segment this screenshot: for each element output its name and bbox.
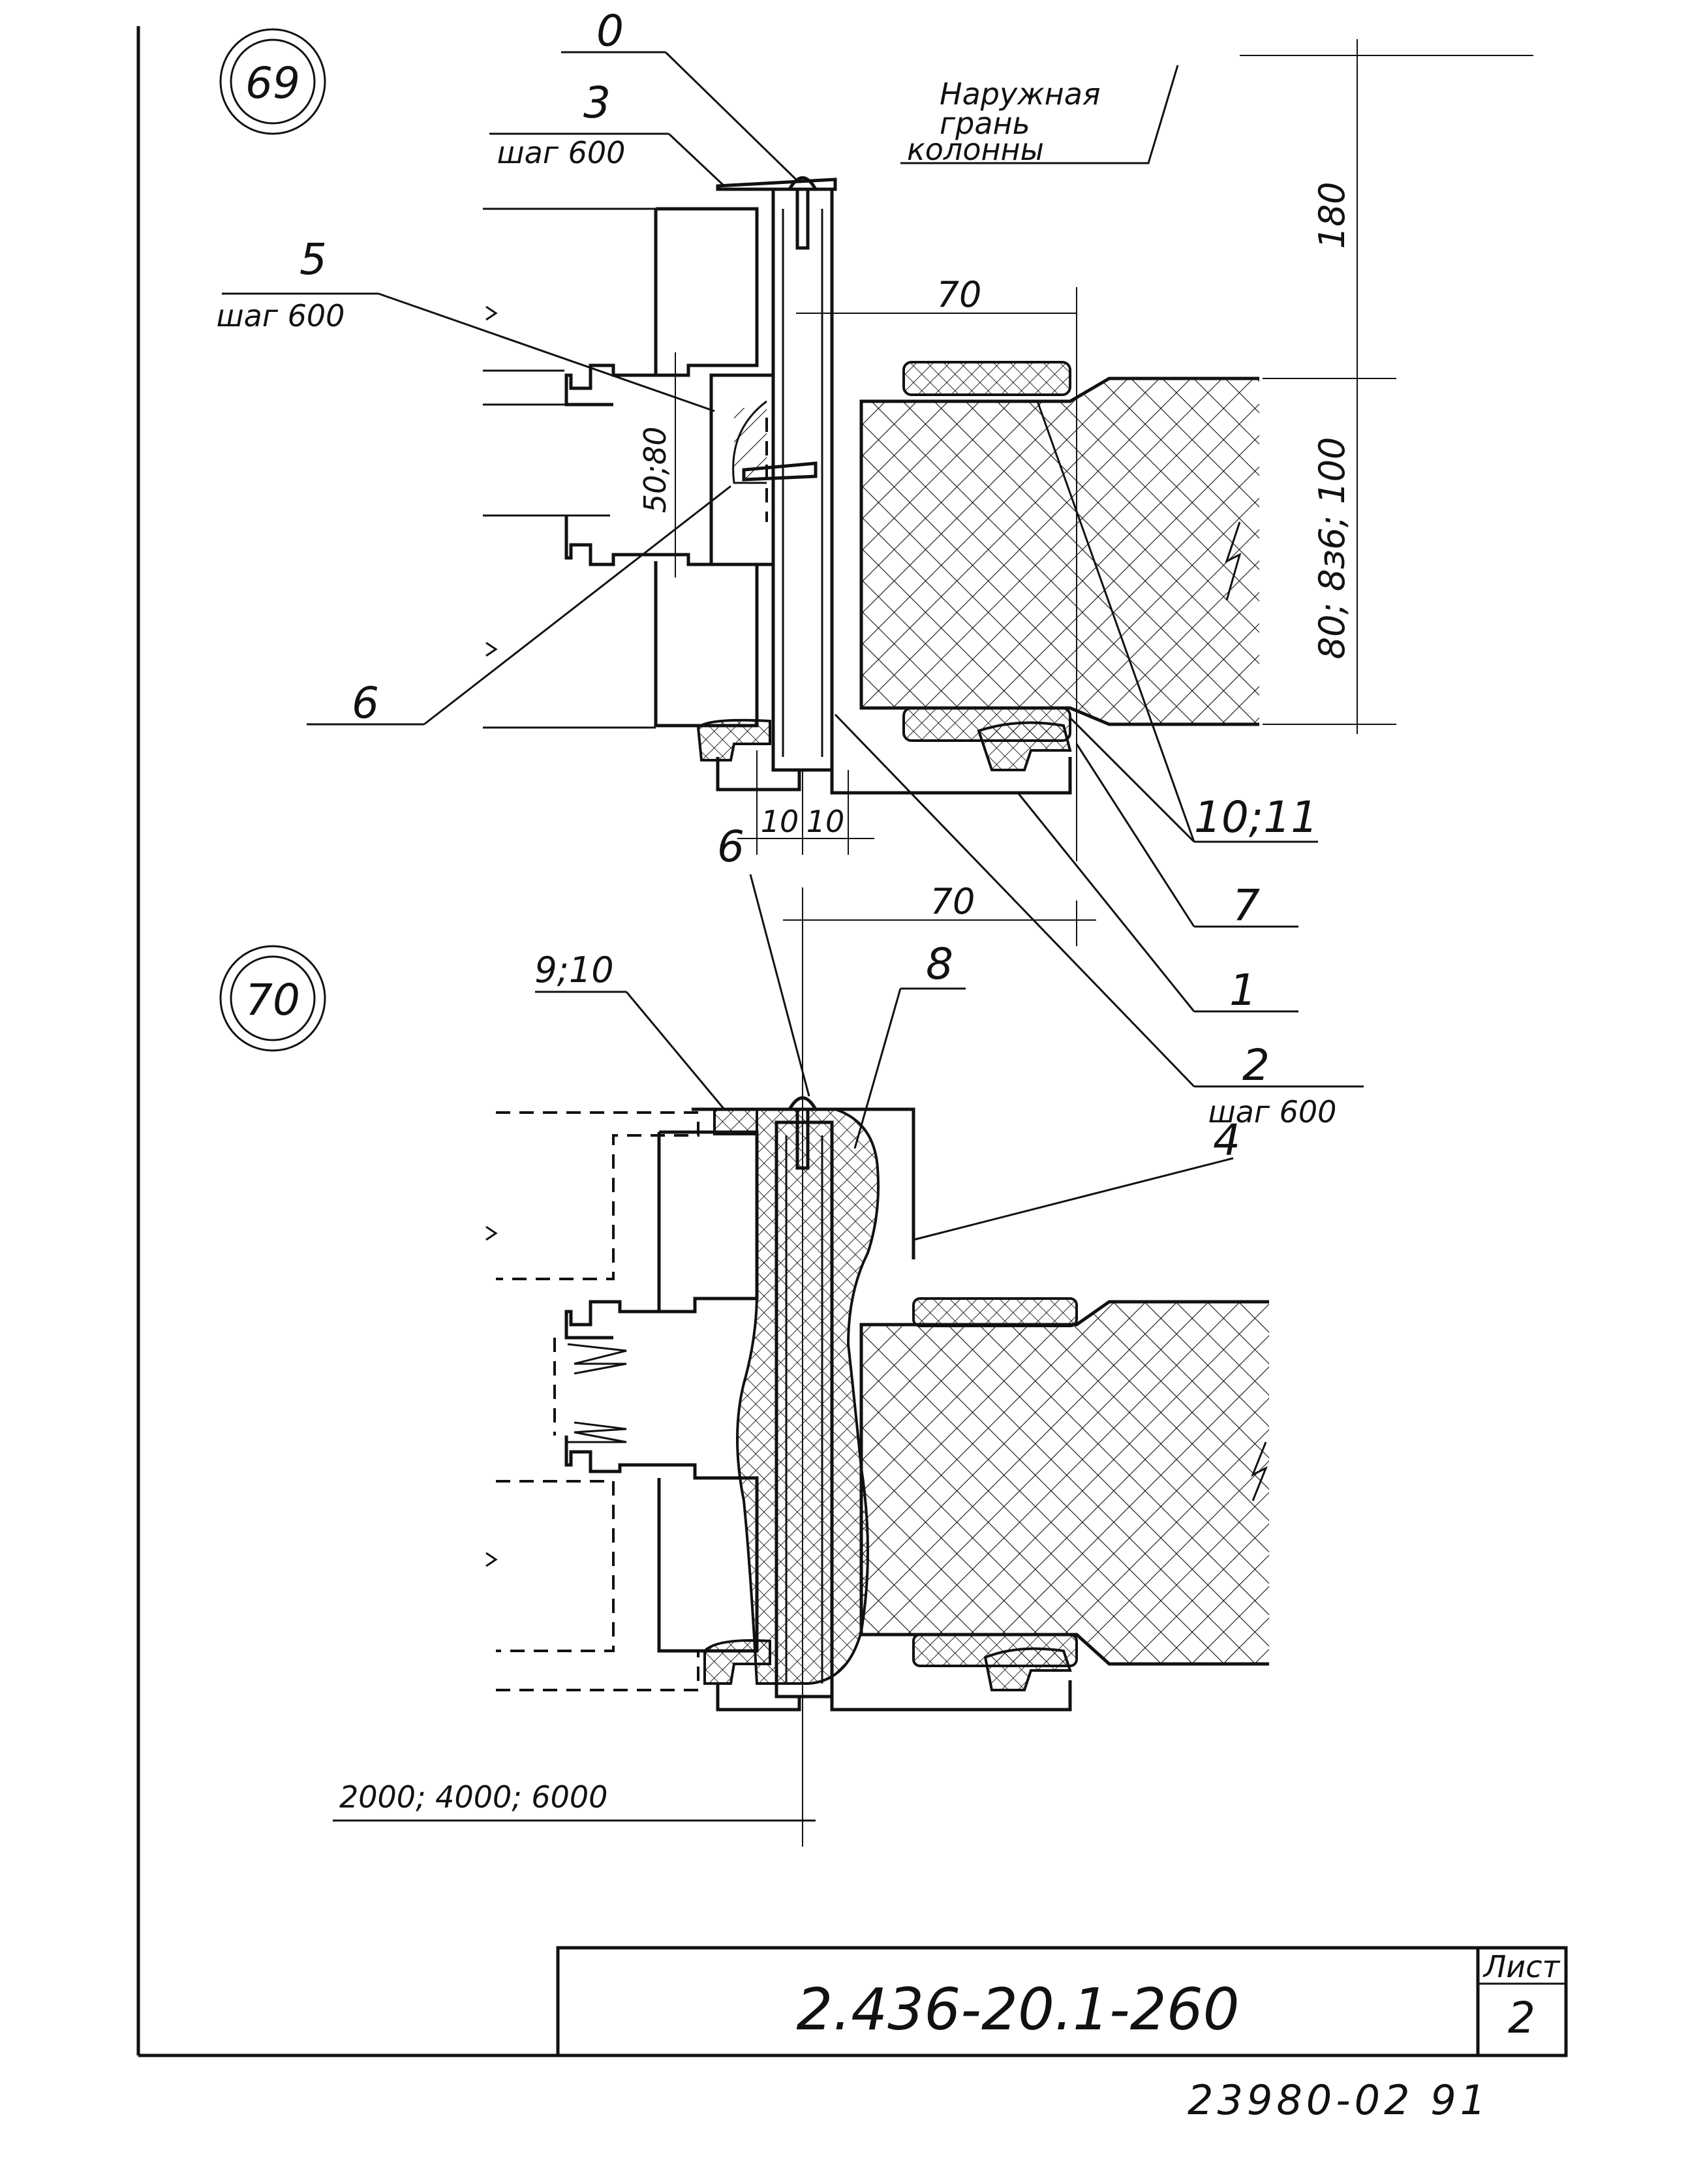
callout-8: 8 [926, 939, 953, 989]
steel-profile [692, 1096, 1072, 1712]
column-face-note-line-3: колонны [907, 132, 1044, 167]
callout-4: 4 [1213, 1115, 1240, 1165]
wall-panel-lower [483, 514, 759, 729]
gasket-7-left [696, 718, 771, 761]
break-mark [485, 641, 498, 657]
dim-180: 180 [1312, 181, 1353, 249]
top-bolt [786, 176, 819, 250]
callout-5-step: шаг 600 [217, 298, 345, 333]
seal-10-11-top [902, 361, 1071, 396]
break-mark [485, 305, 498, 321]
dimension-lines: 70 2000; 4000; 6000 [333, 881, 1096, 1847]
dim-70-top: 70 [937, 274, 982, 315]
detail-69: 69 [217, 6, 1533, 1130]
callout-3-step: шаг 600 [497, 135, 626, 170]
column-face-note-line-1: Наружная [940, 76, 1101, 112]
callout-1: 1 [1229, 965, 1257, 1015]
sheet-label: Лист [1482, 1949, 1561, 1984]
gasket-left [703, 1639, 771, 1685]
callout-2-step: шаг 600 [1208, 1094, 1337, 1130]
callout-6: 6 [717, 822, 744, 872]
sheet-number: 2 [1508, 1993, 1535, 2043]
break-mark [485, 1225, 498, 1241]
break-mark [485, 1552, 498, 1567]
title-block: 2.436-20.1-260 Лист 2 [556, 1946, 1568, 2057]
detail-69-number: 69 [245, 58, 300, 108]
dimension-lines: 70 180 80; 8ɜ6; 100 50;80 10 10 [637, 39, 1533, 861]
callout-7: 7 [1233, 880, 1260, 931]
wall-panel-lower [564, 1436, 759, 1653]
bracket-5 [709, 373, 818, 566]
callout-9-10: 9;10 [534, 949, 613, 991]
callout-0: 0 [596, 6, 624, 56]
column-section [859, 377, 1259, 726]
gasket-7-right [977, 721, 1072, 771]
seal-top [912, 1297, 1078, 1327]
column-section [859, 1300, 1269, 1666]
dim-50-80: 50;80 [637, 427, 673, 514]
detail-70: 70 [219, 822, 1269, 1847]
dim-80-100: 80; 8ɜ6; 100 [1312, 437, 1353, 660]
callout-2: 2 [1242, 1040, 1270, 1090]
adjacent-panel-dashed [496, 1111, 699, 1691]
seal-9-10 [713, 1108, 758, 1135]
callouts-69: 0 3 шаг 600 5 шаг 600 6 10;11 7 1 [217, 6, 1364, 1130]
dim-70: 70 [930, 881, 975, 922]
dim-10-right: 10 [806, 804, 845, 839]
dim-10-left: 10 [761, 804, 799, 839]
detail-69-circle [219, 28, 326, 135]
document-code: 2.436-20.1-260 [796, 1976, 1239, 2043]
callout-10-11: 10;11 [1194, 792, 1318, 842]
callouts-70: 6 9;10 8 4 [534, 822, 1240, 1241]
detail-70-number: 70 [245, 975, 300, 1025]
callout-3: 3 [583, 78, 611, 128]
wall-panel-upper [564, 1130, 759, 1340]
dim-span: 2000; 4000; 6000 [339, 1779, 607, 1815]
insulation-8 [736, 1108, 880, 1685]
gasket-right [983, 1647, 1072, 1691]
column-face-note: Наружная грань колонны [900, 65, 1179, 167]
column-face-note-line-2: грань [940, 106, 1030, 141]
archive-stamp: 23980-02 91 [1188, 2076, 1490, 2124]
callout-5: 5 [299, 234, 327, 285]
callout-6-top: 6 [352, 678, 379, 728]
sheet-frame [136, 26, 1568, 2057]
wall-panel-upper [483, 207, 759, 407]
detail-70-circle [219, 945, 326, 1052]
